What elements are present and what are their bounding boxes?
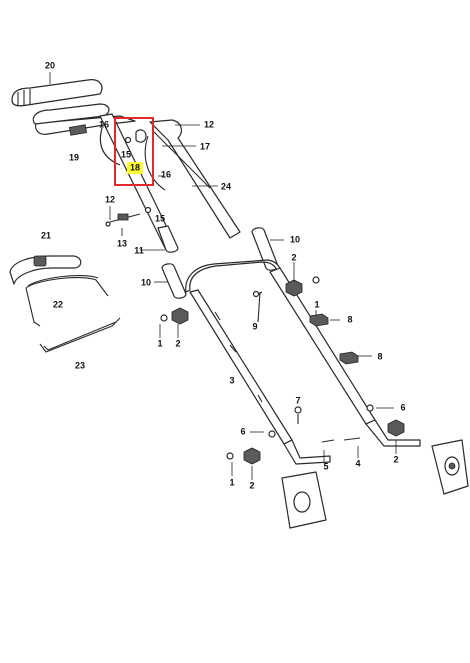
highlight-box bbox=[114, 117, 154, 186]
callout-2: 2 bbox=[393, 454, 398, 464]
callout-2: 2 bbox=[249, 480, 254, 490]
part-16-clip bbox=[135, 129, 147, 143]
callout-4: 4 bbox=[355, 458, 360, 468]
callout-10: 10 bbox=[290, 234, 300, 244]
part-23-cable-rod bbox=[39, 317, 121, 353]
wheel-brackets bbox=[281, 439, 469, 529]
callout-1: 1 bbox=[314, 299, 319, 309]
callout-24: 24 bbox=[221, 181, 231, 191]
callout-23: 23 bbox=[75, 360, 85, 370]
callout-5: 5 bbox=[323, 461, 328, 471]
callout-6: 6 bbox=[400, 402, 405, 412]
callout-21: 21 bbox=[41, 230, 51, 240]
callout-15: 15 bbox=[155, 213, 165, 223]
leader-lines bbox=[49, 72, 397, 480]
part-21-bail bbox=[9, 255, 82, 285]
callout-7: 7 bbox=[295, 395, 300, 405]
callout-8: 8 bbox=[347, 314, 352, 324]
callout-8: 8 bbox=[377, 351, 382, 361]
callout-12: 12 bbox=[105, 194, 115, 204]
callout-17: 17 bbox=[200, 141, 210, 151]
part-13-bracket bbox=[105, 206, 152, 227]
callout-18: 18 bbox=[130, 162, 140, 172]
callout-15: 15 bbox=[121, 149, 131, 159]
part-2-knobs bbox=[171, 279, 405, 465]
callout-16: 16 bbox=[99, 119, 109, 129]
highlight-marker-18 bbox=[127, 162, 143, 174]
callout-11: 11 bbox=[134, 245, 144, 255]
part-20-grip bbox=[11, 79, 103, 107]
callout-12: 12 bbox=[204, 119, 214, 129]
callout-19: 19 bbox=[69, 152, 79, 162]
callout-10: 10 bbox=[141, 277, 151, 287]
callout-13: 13 bbox=[117, 238, 127, 248]
callout-2: 2 bbox=[175, 338, 180, 348]
fasteners bbox=[160, 276, 374, 460]
part-22-rod bbox=[25, 275, 109, 327]
callout-labels: 20 12 16 15 17 18 19 16 24 12 15 13 11 1… bbox=[41, 60, 406, 490]
callout-6: 6 bbox=[240, 426, 245, 436]
callout-9: 9 bbox=[252, 321, 257, 331]
callout-20: 20 bbox=[45, 60, 55, 70]
callout-22: 22 bbox=[53, 299, 63, 309]
part-3-lower-handle bbox=[185, 259, 421, 465]
callout-3: 3 bbox=[229, 375, 234, 385]
part-15-washer bbox=[124, 136, 132, 144]
callout-16: 16 bbox=[161, 169, 171, 179]
part-17-24-cable bbox=[144, 129, 211, 191]
callout-2: 2 bbox=[291, 252, 296, 262]
part-11-lower-tube bbox=[157, 225, 179, 253]
callout-1: 1 bbox=[229, 477, 234, 487]
callout-1: 1 bbox=[157, 338, 162, 348]
